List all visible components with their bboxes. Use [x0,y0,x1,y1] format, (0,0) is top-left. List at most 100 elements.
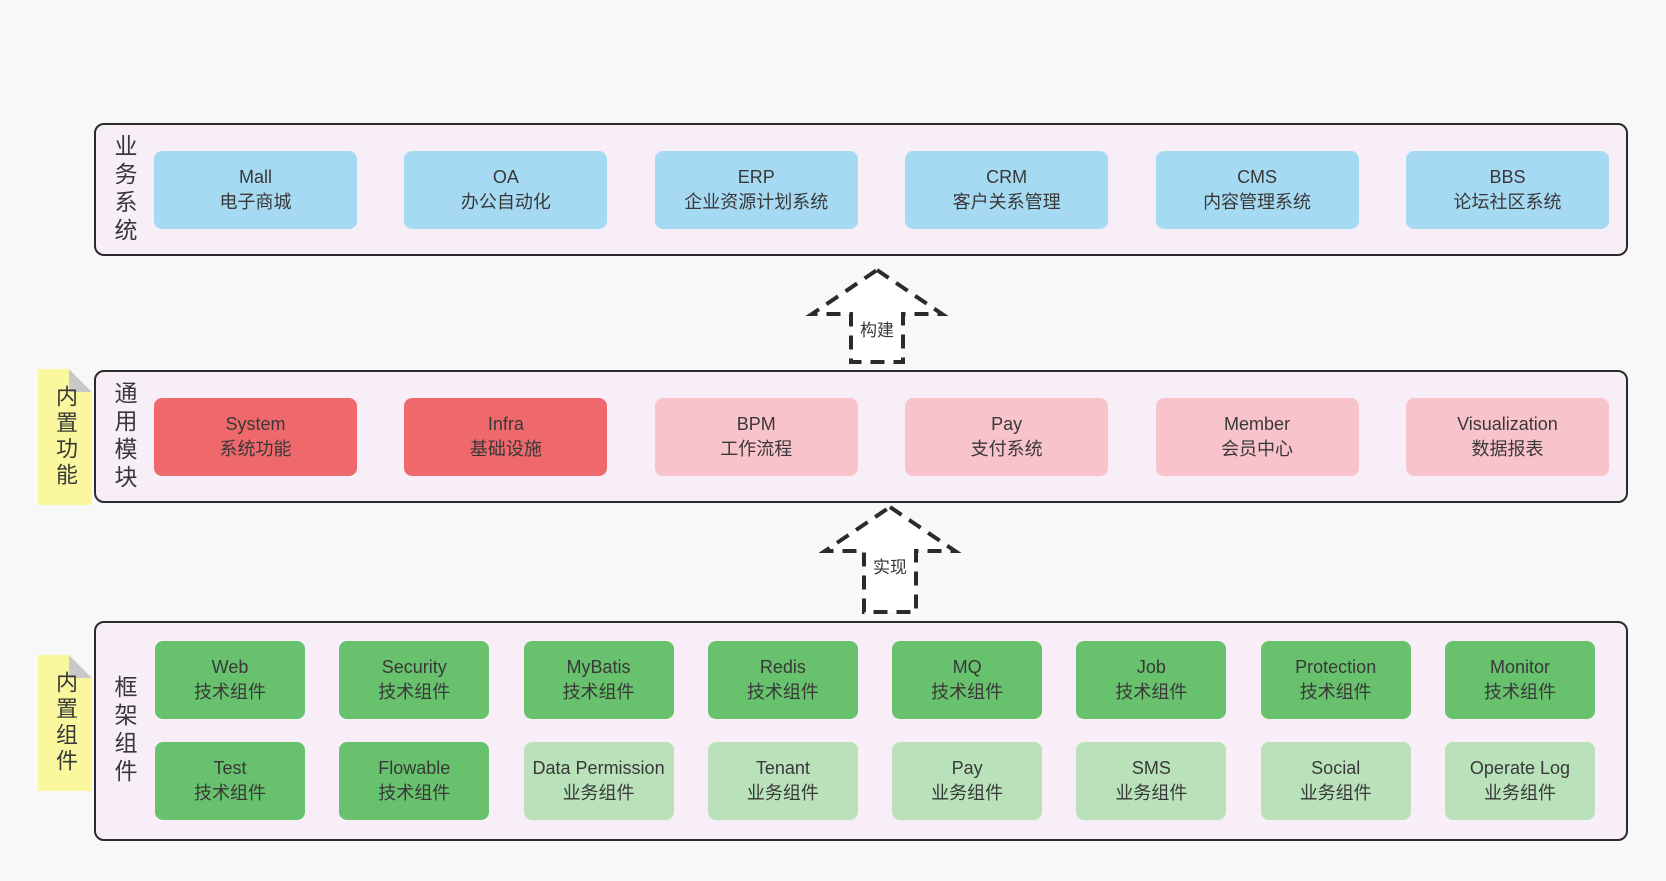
box-title: Flowable [378,758,451,778]
sticky-note-builtin-components: 内置组件 [38,655,92,791]
box-title: Data Permission [532,758,665,778]
module-box-system: System 系统功能 [154,397,357,476]
box-subtitle: 技术组件 [378,682,451,702]
module-box-crm: CRM 客户关系管理 [905,150,1109,229]
box-subtitle: 工作流程 [720,438,793,459]
module-box-pay: Pay 业务组件 [892,742,1043,820]
band-common-modules: 通用模块 System 系统功能 Infra 基础设施 BPM 工作流程 Pay 支付系统 Me… [94,370,1628,503]
band-vertical-label: 业务系统 [111,133,137,246]
module-box-oa: OA 办公自动化 [404,150,608,229]
box-subtitle: 业务组件 [931,783,1004,803]
module-box-erp: ERP 企业资源计划系统 [654,150,858,229]
sticky-note-builtin-features: 内置功能 [38,369,92,505]
module-box-bbs: BBS 论坛社区系统 [1405,150,1609,229]
box-title: OA [492,166,519,187]
box-subtitle: 技术组件 [1483,682,1556,702]
box-subtitle: 基础设施 [469,438,542,459]
band-vertical-label: 框架组件 [111,675,137,787]
arrow-implement: 实现 [815,504,965,615]
module-box-tenant: Tenant 业务组件 [707,742,858,820]
module-box-bpm: BPM 工作流程 [654,397,858,476]
module-box-pay: Pay 支付系统 [905,397,1109,476]
box-subtitle: 办公自动化 [460,191,551,212]
module-box-flowable: Flowable 技术组件 [339,742,490,820]
box-subtitle: 技术组件 [1299,682,1372,702]
box-subtitle: 技术组件 [562,682,635,702]
box-title: Test [213,758,247,778]
module-box-operate-log: Operate Log 业务组件 [1444,742,1595,820]
module-box-data-permission: Data Permission 业务组件 [523,742,674,820]
module-box-mq: MQ 技术组件 [892,641,1043,719]
box-title: Social [1311,758,1361,778]
box-title: Web [211,657,249,677]
sticky-note-label: 内置组件 [53,671,78,775]
module-box-web: Web 技术组件 [155,641,305,719]
box-title: Tenant [755,758,810,778]
box-subtitle: 技术组件 [378,783,451,803]
arrow-label: 实现 [870,553,910,578]
box-title: MQ [952,657,982,677]
module-box-sms: SMS 业务组件 [1076,742,1227,820]
module-box-redis: Redis 技术组件 [707,641,858,719]
box-title: Operate Log [1469,758,1570,778]
box-title: SMS [1131,758,1171,778]
box-title: Visualization [1457,413,1558,434]
box-title: CRM [986,166,1028,187]
band-business-systems: 业务系统 Mall 电子商城 OA 办公自动化 ERP 企业资源计划系统 CRM 客户关系管理… [94,123,1628,256]
box-subtitle: 技术组件 [931,682,1004,702]
arrow-build: 构建 [802,267,952,365]
box-subtitle: 业务组件 [746,783,819,803]
box-subtitle: 会员中心 [1221,438,1294,459]
box-subtitle: 论坛社区系统 [1453,191,1562,212]
box-title: Redis [759,657,806,677]
box-title: Pay [991,413,1023,434]
box-title: MyBatis [566,657,631,677]
box-subtitle: 客户关系管理 [952,191,1061,212]
module-box-mall: Mall 电子商城 [154,150,357,229]
module-box-mybatis: MyBatis 技术组件 [523,641,674,719]
box-subtitle: 业务组件 [562,783,635,803]
module-box-monitor: Monitor 技术组件 [1444,641,1595,719]
box-subtitle: 内容管理系统 [1203,191,1312,212]
box-title: Security [381,657,447,677]
box-title: ERP [737,166,775,187]
band-vertical-label: 通用模块 [111,380,137,493]
box-title: Mall [238,166,272,187]
box-subtitle: 业务组件 [1115,783,1188,803]
arrow-label: 构建 [857,316,897,341]
box-title: Job [1136,657,1166,677]
box-subtitle: 数据报表 [1471,438,1544,459]
box-title: BBS [1489,166,1526,187]
box-subtitle: 支付系统 [970,438,1043,459]
module-box-infra: Infra 基础设施 [404,397,608,476]
module-box-protection: Protection 技术组件 [1260,641,1411,719]
box-subtitle: 电子商城 [219,191,292,212]
module-box-member: Member 会员中心 [1155,397,1359,476]
band-box-row: System 系统功能 Infra 基础设施 BPM 工作流程 Pay 支付系统 Member 会… [154,397,1609,476]
module-box-visualization: Visualization 数据报表 [1405,397,1609,476]
sticky-note-label: 内置功能 [53,385,78,489]
box-title: BPM [736,413,776,434]
box-title: System [225,413,286,434]
box-subtitle: 企业资源计划系统 [684,191,829,212]
box-title: Infra [487,413,524,434]
box-title: Protection [1295,657,1377,677]
box-title: Pay [951,758,983,778]
box-subtitle: 业务组件 [1483,783,1556,803]
module-box-test: Test 技术组件 [155,742,305,820]
box-title: Member [1224,413,1291,434]
box-title: Monitor [1489,657,1550,677]
box-subtitle: 技术组件 [194,682,266,702]
box-subtitle: 技术组件 [194,783,266,803]
box-subtitle: 系统功能 [219,438,292,459]
box-subtitle: 技术组件 [746,682,819,702]
